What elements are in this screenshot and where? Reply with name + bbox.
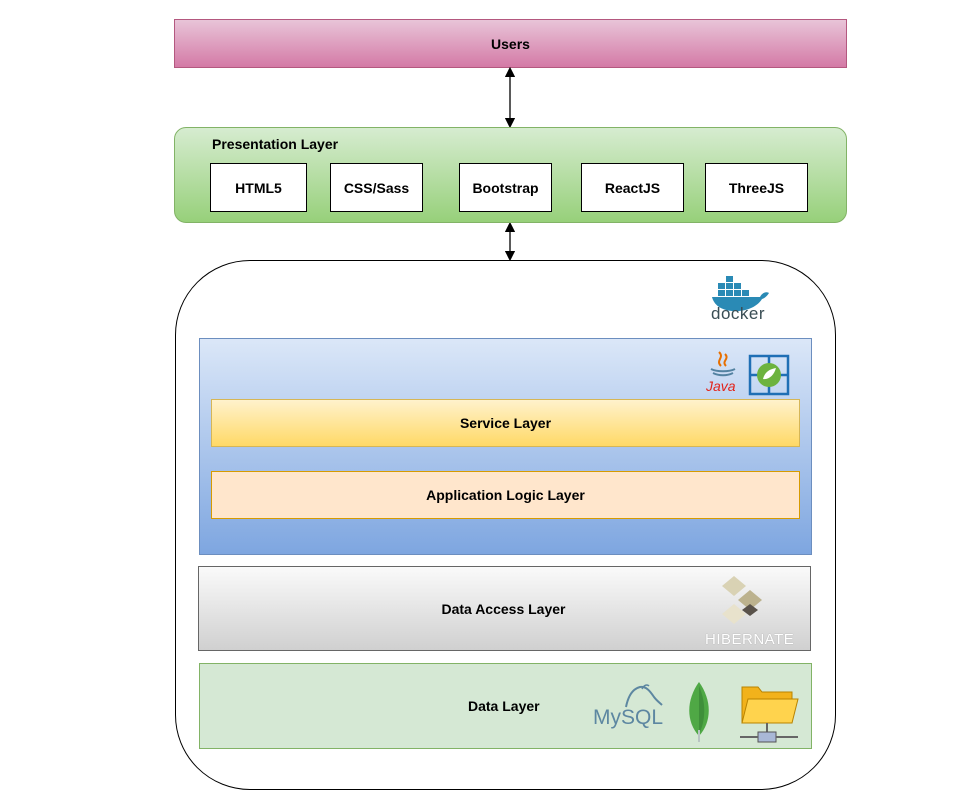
presentation-layer-title: Presentation Layer — [212, 136, 339, 152]
tech-threejs: ThreeJS — [705, 163, 808, 212]
tech-html5: HTML5 — [210, 163, 307, 212]
mysql-icon — [625, 684, 663, 708]
mongodb-leaf-icon — [689, 682, 709, 742]
java-logo-text: Java — [706, 378, 736, 394]
spring-icon — [748, 354, 790, 396]
network-folder-icon — [740, 686, 799, 743]
data-layer-box — [199, 663, 812, 749]
data-access-layer-label: Data Access Layer — [441, 600, 566, 617]
tech-bootstrap: Bootstrap — [459, 163, 552, 212]
hibernate-logo-text: HIBERNATE — [705, 631, 795, 648]
service-layer-label: Service Layer — [459, 415, 552, 431]
application-logic-layer-box: Application Logic Layer — [211, 471, 800, 519]
mysql-logo-text: MySQL — [593, 706, 664, 729]
data-layer-label: Data Layer — [468, 698, 540, 714]
hibernate-icon — [722, 576, 762, 624]
data-access-layer-box: Data Access Layer — [198, 566, 811, 651]
docker-whale-icon — [712, 276, 769, 312]
service-layer-box: Service Layer — [211, 399, 800, 447]
tech-css-sass: CSS/Sass — [330, 163, 423, 212]
java-icon — [710, 351, 736, 377]
docker-logo-text: docker — [711, 304, 766, 323]
tech-reactjs: ReactJS — [581, 163, 684, 212]
users-box: Users — [174, 19, 847, 68]
application-logic-layer-label: Application Logic Layer — [426, 487, 585, 503]
users-label: Users — [491, 35, 530, 52]
